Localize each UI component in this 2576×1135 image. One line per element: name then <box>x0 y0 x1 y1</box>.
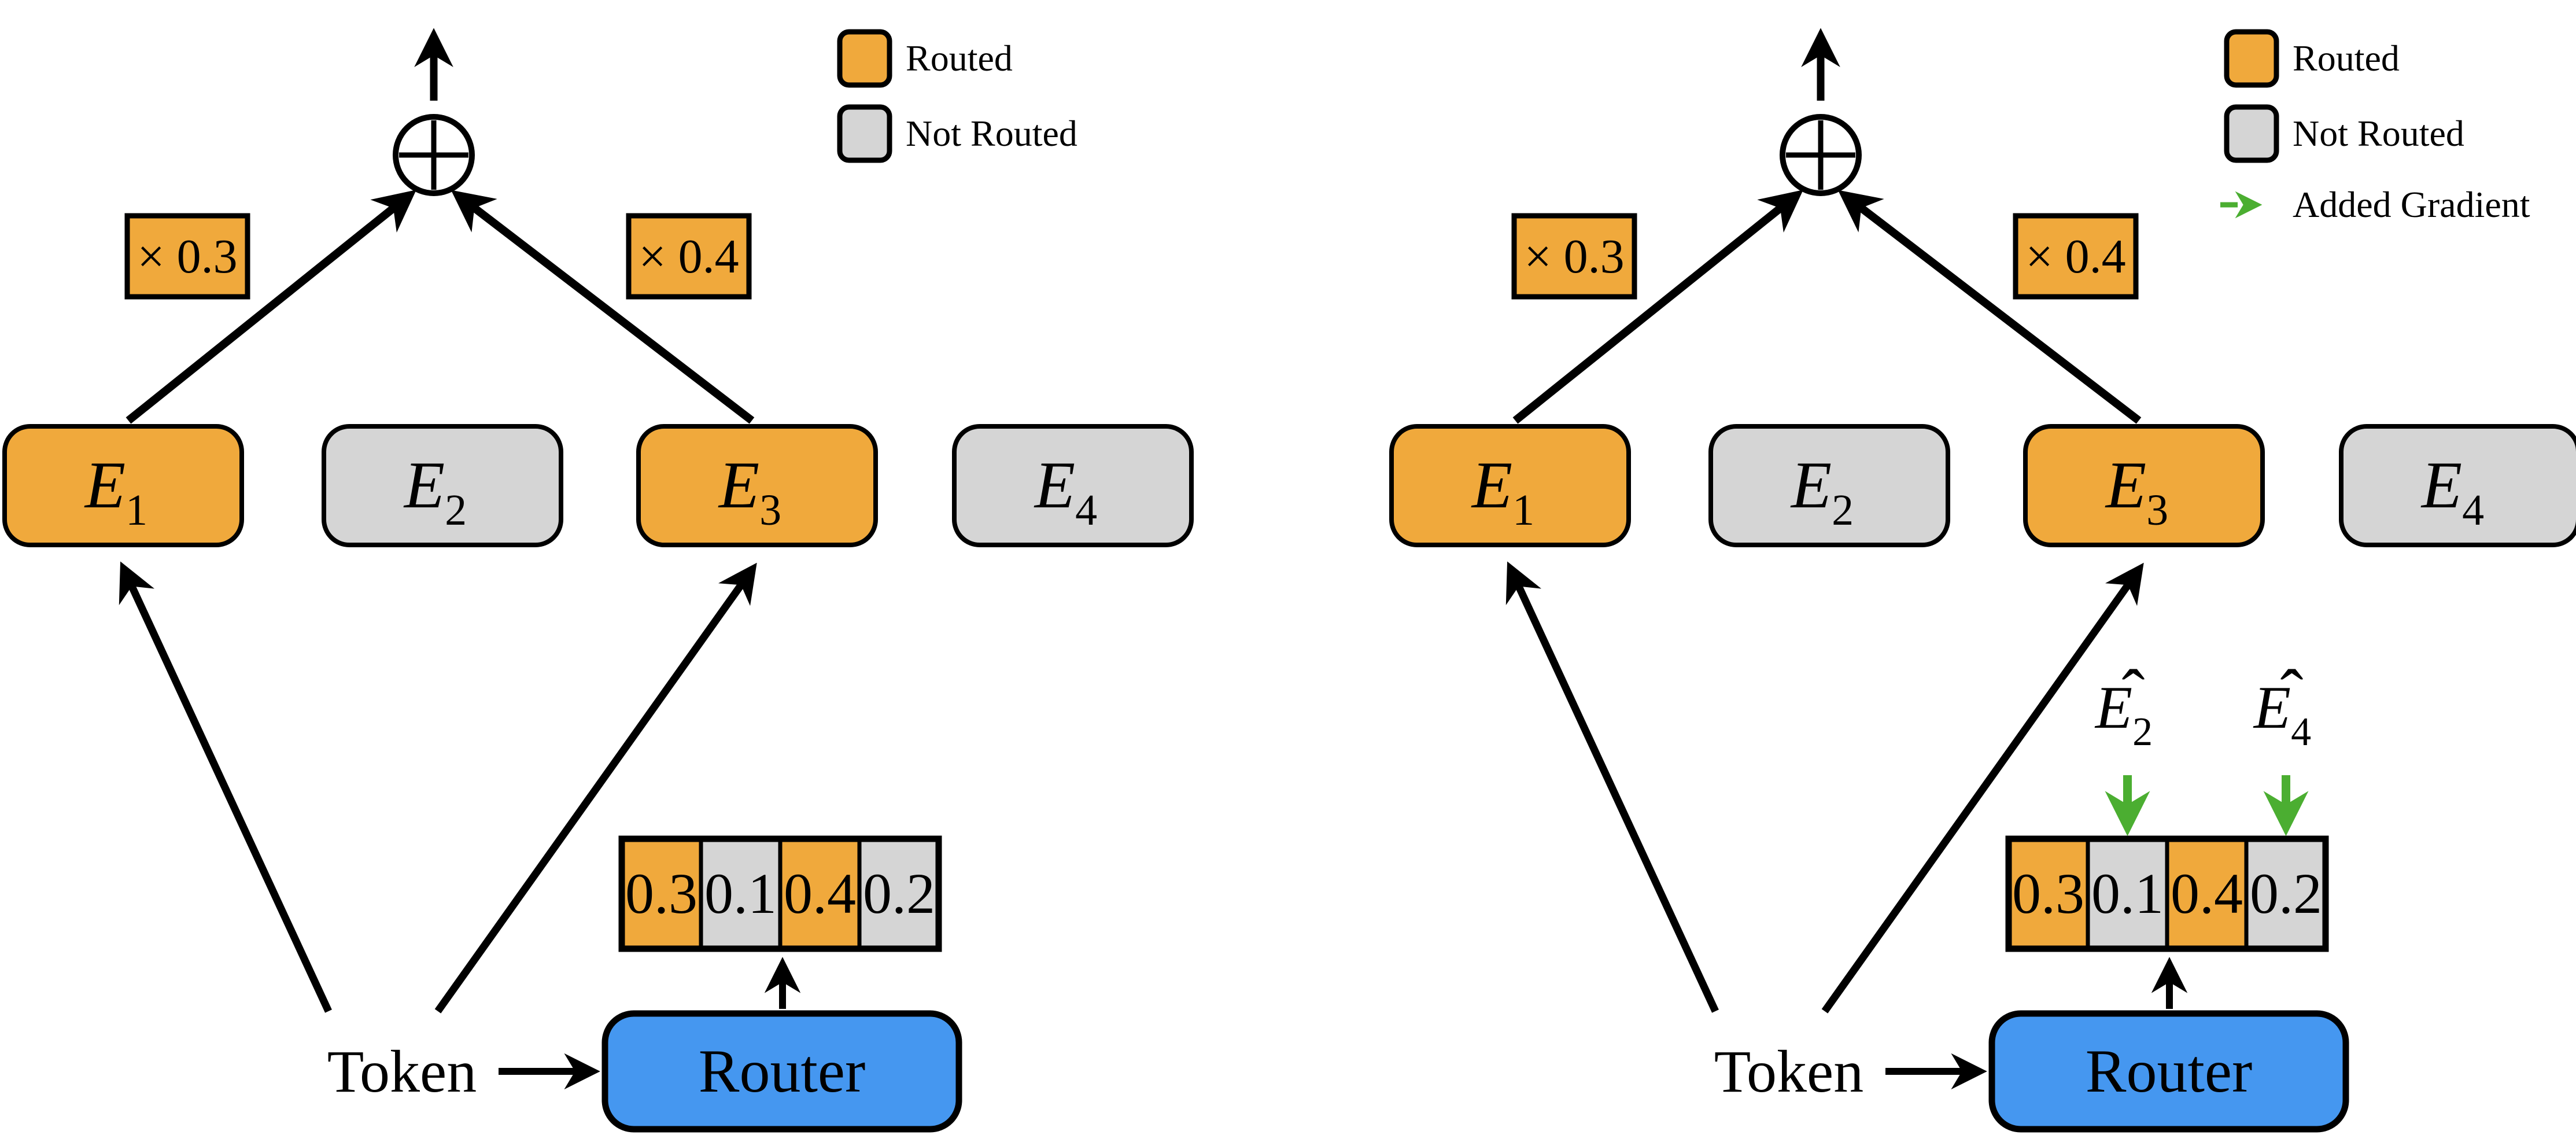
expert-label-subscript: 3 <box>759 486 781 535</box>
expert-label-subscript: 1 <box>1512 486 1534 535</box>
expert-box-e2 <box>1708 424 1950 547</box>
gradient-expert-label-subscript: 2 <box>2132 710 2153 754</box>
token-to-expert-arrow-2 <box>434 562 757 1014</box>
token-label: Token <box>1714 1038 1863 1105</box>
router-box <box>1988 1010 2349 1133</box>
expert-box-e2 <box>322 424 563 547</box>
gradient-expert-label-subscript: 4 <box>2291 710 2311 754</box>
legend-label-routed: Routed <box>2293 38 2400 79</box>
expert-box-e4 <box>2339 424 2576 547</box>
router-label: Router <box>2086 1037 2253 1105</box>
expert-label-base: E <box>84 448 126 522</box>
weight-box <box>626 213 752 300</box>
prob-cell-value: 0.1 <box>704 861 777 926</box>
router-label: Router <box>699 1037 866 1105</box>
prob-cell <box>699 836 783 951</box>
prob-strip-border <box>2005 835 2329 952</box>
expert-label-base: E <box>1034 448 1075 522</box>
expert-box-e1 <box>2 424 244 547</box>
expert-label-subscript: 1 <box>126 486 147 535</box>
expert-to-sum-arrow-1 <box>126 190 416 424</box>
prob-cell-value: 0.2 <box>2250 861 2322 926</box>
gradient-expert-label-base: E <box>2253 673 2291 741</box>
expert-label: E4 <box>2420 448 2484 535</box>
expert-box-e3 <box>636 424 878 547</box>
expert-label-subscript: 2 <box>445 486 467 535</box>
expert-label: E2 <box>403 448 467 535</box>
expert-to-sum-arrow-2 <box>451 190 755 424</box>
expert-label-base: E <box>2420 448 2462 522</box>
prob-cell <box>778 836 862 951</box>
expert-label-base: E <box>718 448 759 522</box>
token-label: Token <box>327 1038 477 1105</box>
prob-strip-border <box>618 835 942 952</box>
gradient-expert-label: E4 <box>2253 673 2311 754</box>
expert-to-sum-arrow-1 <box>1512 190 1803 424</box>
expert-label-subscript: 2 <box>1832 486 1854 535</box>
expert-label: E4 <box>1034 448 1097 535</box>
weight-label: × 0.4 <box>639 230 739 283</box>
legend-swatch-routed <box>837 29 892 88</box>
expert-label: E1 <box>1471 448 1534 535</box>
expert-label-subscript: 4 <box>2462 486 2484 535</box>
legend-swatch-not-routed <box>2224 104 2279 163</box>
prob-cell-value: 0.3 <box>625 861 697 926</box>
legend-swatch-routed <box>2224 29 2279 88</box>
weight-box <box>2013 213 2139 300</box>
gradient-expert-hat: ˆ <box>2122 655 2145 732</box>
prob-cell-value: 0.4 <box>784 861 856 926</box>
legend-label-added-gradient: Added Gradient <box>2293 184 2530 225</box>
expert-label: E3 <box>718 448 781 535</box>
expert-box-e1 <box>1389 424 1631 547</box>
gradient-expert-label: E2 <box>2094 673 2153 754</box>
legend-label-not-routed: Not Routed <box>906 113 1077 154</box>
expert-label: E2 <box>1790 448 1854 535</box>
expert-label-base: E <box>1471 448 1512 522</box>
expert-label-base: E <box>1790 448 1832 522</box>
legend-swatch-not-routed <box>837 104 892 163</box>
token-to-expert-arrow-1 <box>119 561 332 1013</box>
weight-box <box>124 213 250 300</box>
prob-cell-value: 0.4 <box>2171 861 2243 926</box>
prob-cell-value: 0.1 <box>2091 861 2164 926</box>
gradient-expert-hat: ˆ <box>2280 655 2304 732</box>
expert-to-sum-arrow-2 <box>1837 190 2142 424</box>
expert-label-base: E <box>403 448 445 522</box>
gradient-expert-label-base: E <box>2094 673 2132 741</box>
weight-label: × 0.3 <box>137 230 237 283</box>
prob-cell-value: 0.3 <box>2012 861 2084 926</box>
weight-label: × 0.3 <box>1524 230 1624 283</box>
expert-label: E1 <box>84 448 147 535</box>
expert-box-e4 <box>952 424 1194 547</box>
token-to-expert-arrow-2 <box>1821 562 2144 1014</box>
expert-label: E3 <box>2105 448 2168 535</box>
weight-label: × 0.4 <box>2025 230 2125 283</box>
expert-label-subscript: 4 <box>1075 486 1097 535</box>
weight-box <box>1511 213 1637 300</box>
expert-label-subscript: 3 <box>2146 486 2168 535</box>
legend-label-not-routed: Not Routed <box>2293 113 2464 154</box>
expert-box-e3 <box>2023 424 2265 547</box>
token-to-expert-arrow-1 <box>1505 561 1719 1013</box>
router-box <box>601 1010 962 1133</box>
prob-cell-value: 0.2 <box>863 861 935 926</box>
legend-label-routed: Routed <box>906 38 1013 79</box>
expert-label-base: E <box>2105 448 2146 522</box>
